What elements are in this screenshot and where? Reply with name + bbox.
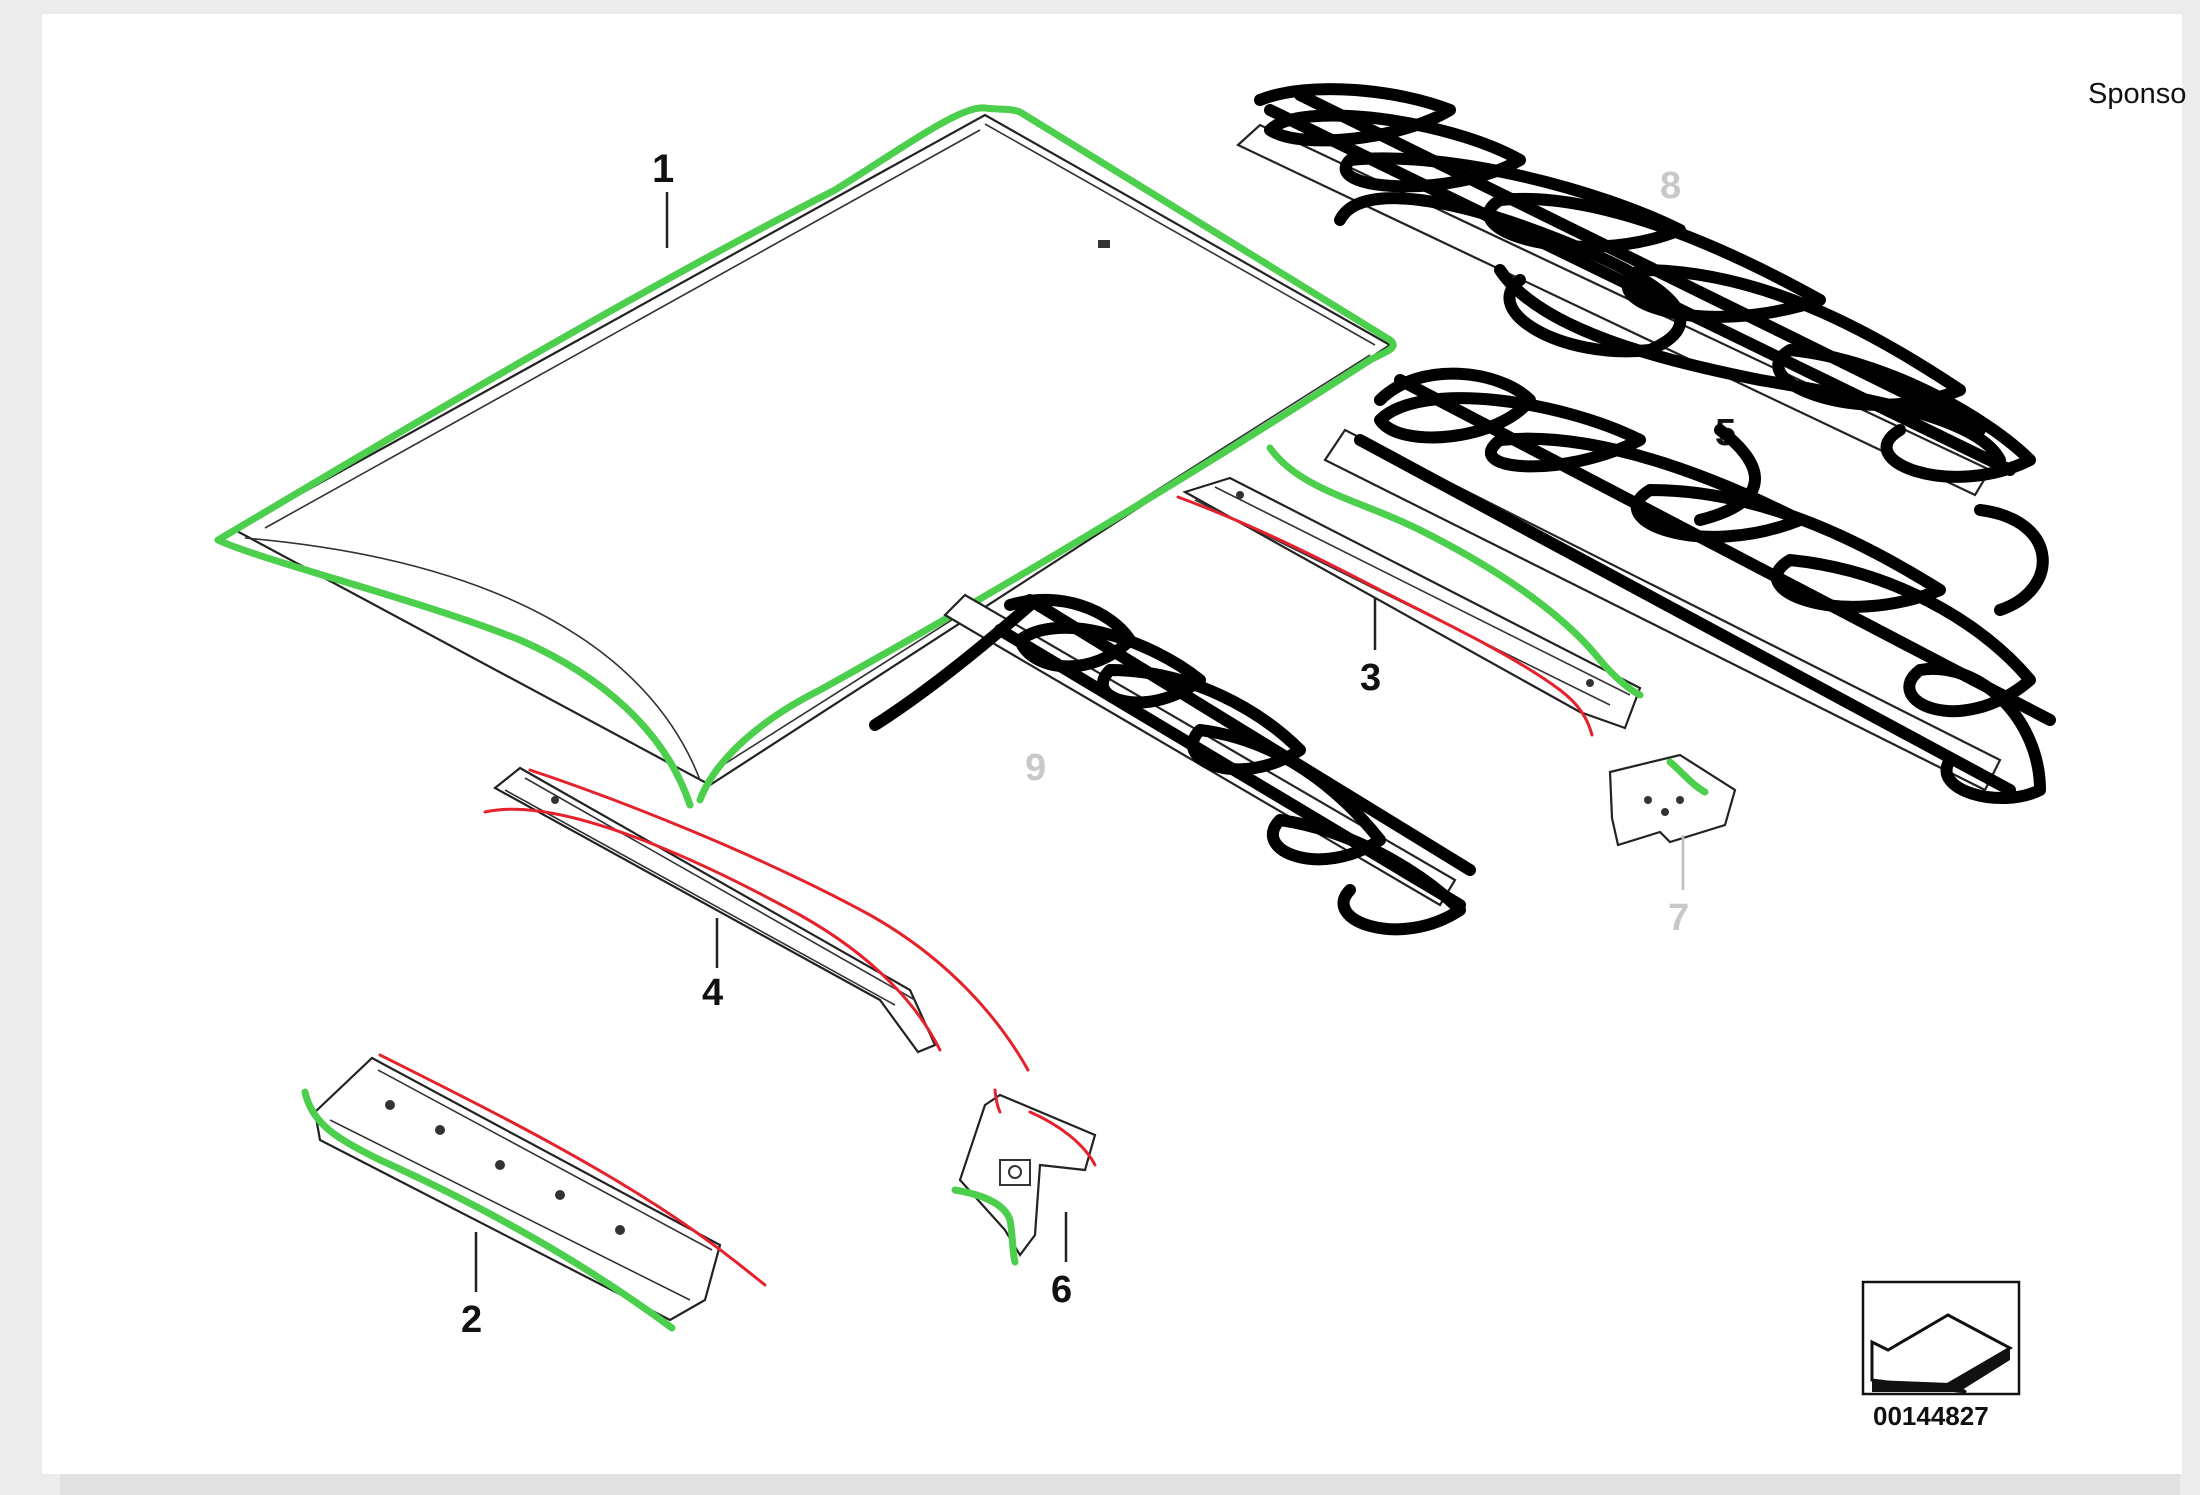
part-4-rail xyxy=(483,766,1030,1072)
part-label-1: 1 xyxy=(652,147,674,191)
bottom-scrollbar-strip xyxy=(60,1474,2180,1495)
part-label-7: 7 xyxy=(1668,897,1689,939)
front-direction-arrow-icon xyxy=(1861,1280,2021,1396)
part-label-9: 9 xyxy=(1025,747,1046,789)
part-3-rail xyxy=(1176,444,1644,737)
part-label-6: 6 xyxy=(1051,1269,1072,1311)
part-label-3: 3 xyxy=(1360,657,1381,699)
part-7-bracket xyxy=(1608,753,1737,847)
scribble-redaction-lower xyxy=(869,593,1476,936)
sponsor-text: Sponso xyxy=(2088,78,2186,110)
part-label-4: 4 xyxy=(702,972,723,1014)
part-2-cross-member xyxy=(301,1053,767,1332)
scribble-redaction-middle xyxy=(1354,367,2056,804)
scribble-redaction-top xyxy=(1254,83,2036,483)
diagram-code: 00144827 xyxy=(1873,1401,1989,1431)
part-1-roof-panel xyxy=(214,104,1397,809)
part-label-2: 2 xyxy=(461,1299,482,1341)
part-label-8: 8 xyxy=(1660,165,1681,207)
part-6-bracket xyxy=(951,1088,1097,1266)
